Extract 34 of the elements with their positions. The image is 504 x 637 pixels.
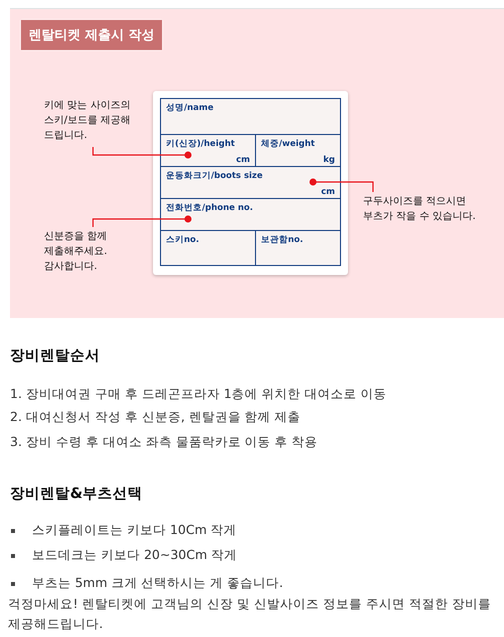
list-item: 2. 대여신청서 작성 후 신분증, 렌탈권을 함께 제출: [10, 409, 301, 426]
field-label: 체중/weight: [261, 138, 315, 150]
paragraph: 걱정마세요! 렌탈티켓에 고객님의 신장 및 신발사이즈 정보를 주시면 적절한 장비를 제공해드립니다.: [8, 595, 492, 633]
list-item: 부츠는 5mm 크게 선택하시는 게 좋습니다.: [10, 575, 284, 592]
callout-text: 신분증을 함께 제출해주세요. 감사합니다.: [44, 229, 144, 276]
section-heading: 장비렌탈순서: [10, 347, 100, 365]
field-label: 키(신장)/height: [166, 138, 235, 150]
form-field: [160, 98, 341, 135]
section-heading: 장비렌탈&부츠선택: [10, 485, 143, 503]
rental-ticket-card: [153, 91, 348, 275]
form-field: [160, 230, 256, 266]
form-field: [255, 230, 341, 266]
form-field: [160, 166, 341, 199]
list-item: 스키플레이트는 키보다 10Cm 작게: [10, 522, 237, 539]
callout-text: 구두사이즈를 적으시면 부츠가 작을 수 있습니다.: [363, 194, 488, 226]
field-label: 보관함no.: [261, 234, 304, 246]
section-badge: 렌탈티켓 제출시 작성: [21, 20, 162, 50]
unit-label: cm: [236, 155, 250, 165]
field-label: 스키no.: [166, 234, 200, 246]
form-field: [160, 198, 341, 231]
unit-label: kg: [323, 155, 335, 165]
form-field: [255, 134, 341, 167]
field-label: 전화번호/phone no.: [166, 202, 253, 214]
form-field: [160, 134, 256, 167]
leader-line: [92, 216, 192, 227]
callout-text: 키에 맞는 사이즈의 스키/보드를 제공해 드립니다.: [44, 98, 154, 145]
list-item: 1. 장비대여권 구매 후 드레곤프라자 1층에 위치한 대여소로 이동: [10, 386, 387, 403]
list-item: 3. 장비 수령 후 대여소 좌측 물품락카로 이동 후 착용: [10, 434, 318, 451]
field-label: 성명/name: [166, 102, 214, 114]
unit-label: cm: [321, 187, 335, 197]
leader-line: [310, 178, 374, 192]
leader-line: [92, 147, 192, 158]
list-item: 보드데크는 키보다 20~30Cm 작게: [10, 547, 238, 564]
field-label: 운동화크기/boots size: [166, 170, 263, 182]
